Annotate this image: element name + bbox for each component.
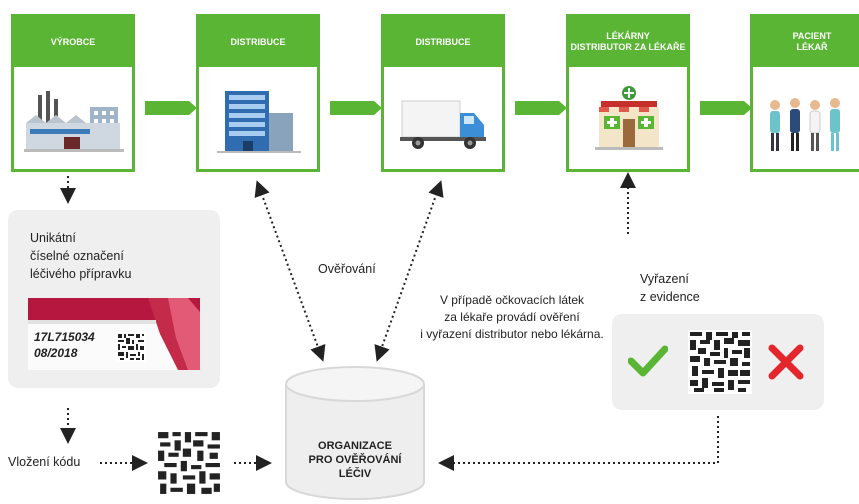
step-header: PACIENT LÉKAŘ xyxy=(753,17,859,67)
flow-arrow xyxy=(330,101,382,115)
qr-code-graphic xyxy=(156,430,222,496)
pack-expiry-date: 08/2018 xyxy=(34,346,78,360)
medicine-pack: 17L715034 08/2018 xyxy=(28,298,200,370)
step-pharmacy: LÉKÁRNY DISTRIBUTOR ZA LÉKAŘE xyxy=(566,14,690,172)
code-insert-label: Vložení kódu xyxy=(8,455,81,469)
cross-icon xyxy=(768,344,804,380)
step-distribution-2: DISTRIBUCE xyxy=(381,14,505,172)
unique-identifier-label: Unikátní číselné označení léčivého přípr… xyxy=(30,231,132,281)
database-label: ORGANIZACE PRO OVĚŘOVÁNÍ LÉČIV xyxy=(308,440,402,480)
step-header: VÝROBCE xyxy=(14,17,132,67)
pack-qr-code-icon xyxy=(116,332,146,362)
decommission-label: Vyřazení z evidence xyxy=(640,272,700,304)
office-building-icon xyxy=(217,91,301,153)
verification-label: Ověřování xyxy=(318,262,376,276)
pharmacy-icon xyxy=(595,86,663,150)
vaccines-note: V případě očkovacích látek za lékaře pro… xyxy=(420,293,604,341)
flow-arrow xyxy=(700,101,752,115)
factory-icon xyxy=(24,91,124,152)
step-header: LÉKÁRNY DISTRIBUTOR ZA LÉKAŘE xyxy=(569,17,687,67)
decommission-qr-code-icon xyxy=(688,330,752,394)
check-icon xyxy=(628,345,668,377)
flow-arrow xyxy=(515,101,567,115)
step-patient: PACIENT LÉKAŘ xyxy=(750,14,859,172)
database-cylinder xyxy=(285,366,425,500)
pack-stripe-graphic xyxy=(28,298,200,370)
step-header: DISTRIBUCE xyxy=(199,17,317,67)
step-distribution-1: DISTRIBUCE xyxy=(196,14,320,172)
step-manufacturer: VÝROBCE xyxy=(11,14,135,172)
step-header: DISTRIBUCE xyxy=(384,17,502,67)
flow-arrow xyxy=(145,101,197,115)
people-icon xyxy=(770,98,840,151)
pack-batch-code: 17L715034 xyxy=(34,330,95,344)
qr-code-graphic xyxy=(688,330,752,394)
truck-icon xyxy=(400,100,486,149)
input-qr-code-icon xyxy=(156,430,222,496)
